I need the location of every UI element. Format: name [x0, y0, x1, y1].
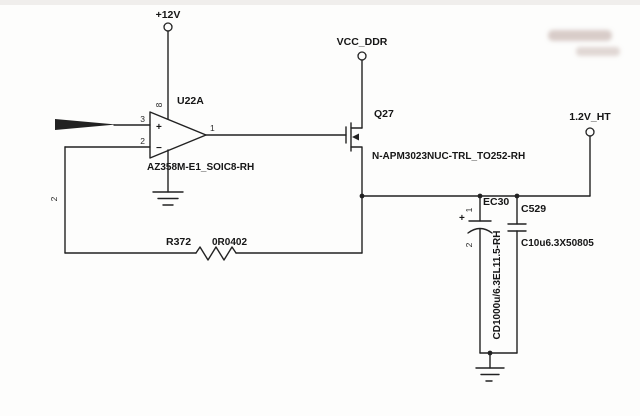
opamp-minus-sign: − [156, 143, 162, 154]
c529-value: C10u6.3X50805 [521, 238, 594, 249]
opamp-pin2-number: 2 [140, 136, 145, 146]
cap-ec30: + 1 2 EC30 CD1000u/6.3EL11.5-RH [459, 195, 509, 354]
ground-symbol-opamp [152, 191, 184, 206]
mosfet-symbol: Q27 N-APM3023NUC-TRL_TO252-RH [205, 108, 525, 197]
net-label-12v: +12V [156, 9, 181, 21]
mosfet-arrow-icon [352, 133, 359, 141]
ec30-polarity-sign: + [459, 213, 465, 224]
net-label-1v2-ht: 1.2V_HT [569, 111, 611, 123]
feedback-wire-label: 2 [49, 196, 59, 201]
mosfet-source-stub [350, 146, 363, 197]
power-flag-vcc-ddr: VCC_DDR [337, 36, 388, 129]
opamp-pin1-number: 1 [210, 123, 215, 133]
net-label-vcc-ddr: VCC_DDR [337, 36, 388, 48]
ec30-refdes: EC30 [483, 196, 509, 208]
power-terminal-icon [585, 127, 595, 137]
power-terminal-icon [357, 51, 367, 61]
power-flag-1v2-ht: 1.2V_HT [569, 111, 611, 197]
opamp-part-number: AZ358M-E1_SOIC8-RH [147, 162, 254, 173]
opamp-pin3-number: 3 [140, 114, 145, 124]
feedback-loop: 2 R372 0R0402 [49, 146, 363, 261]
opamp-pin8-number: 8 [154, 102, 164, 107]
opamp-plus-sign: + [156, 122, 162, 133]
watermark [548, 30, 620, 56]
resistor-value: 0R0402 [212, 237, 247, 248]
offpage-wedge-icon [55, 119, 116, 130]
c529-refdes: C529 [521, 203, 546, 215]
junction-dot [359, 193, 365, 199]
ground-symbol-caps [475, 367, 505, 382]
cap-c529: C529 C10u6.3X50805 [507, 195, 594, 354]
opamp-triangle-icon [149, 111, 207, 159]
opamp-ground [152, 149, 184, 206]
ec30-pin1-number: 1 [464, 207, 474, 212]
cap-ground [475, 350, 518, 382]
mosfet-part-number: N-APM3023NUC-TRL_TO252-RH [372, 151, 525, 162]
ec30-pin2-number: 2 [464, 242, 474, 247]
resistor-zigzag-icon [195, 246, 237, 261]
resistor-refdes: R372 [166, 236, 191, 248]
power-flag-12v: +12V [156, 9, 181, 120]
photo-edge-band [0, 0, 640, 5]
output-rail [359, 193, 591, 199]
opamp-symbol: + − U22A AZ358M-E1_SOIC8-RH 3 2 1 8 [140, 95, 254, 173]
ec30-value: CD1000u/6.3EL11.5-RH [492, 231, 503, 340]
opamp-refdes: U22A [177, 95, 204, 107]
power-terminal-icon [163, 22, 173, 32]
mosfet-refdes: Q27 [374, 108, 394, 120]
input-net-stub [55, 119, 151, 130]
